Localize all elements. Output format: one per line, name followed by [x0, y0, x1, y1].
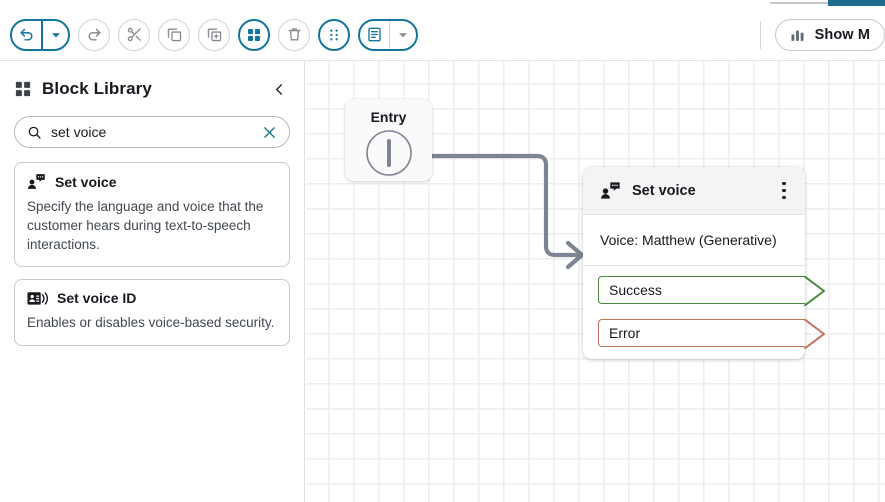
block-card-title: Set voice	[55, 173, 117, 190]
scissors-icon	[127, 27, 141, 42]
show-metrics-label: Show M	[814, 26, 870, 43]
redo-icon	[87, 28, 101, 41]
port-error-label: Error	[609, 325, 641, 341]
grid-icon	[248, 28, 260, 41]
duplicate-button[interactable]	[198, 18, 230, 51]
copy-button[interactable]	[158, 18, 190, 51]
editor-toolbar: Show M	[0, 9, 885, 61]
toolbar-button-group	[0, 18, 418, 51]
properties-dropdown-button[interactable]	[389, 20, 416, 49]
search-icon	[28, 126, 41, 139]
block-library-panel: Block Library	[0, 61, 305, 502]
set-voice-node-ports: Success Error	[583, 266, 825, 359]
set-voice-node[interactable]: Set voice Voice: Matthew (Generative) Su…	[583, 167, 825, 359]
entry-node-title: Entry	[370, 109, 407, 125]
dots-grid-icon	[330, 29, 338, 40]
port-success-label: Success	[609, 282, 662, 298]
trash-icon	[288, 28, 300, 41]
port-success[interactable]: Success	[598, 276, 825, 306]
block-card-description: Specify the language and voice that the …	[27, 199, 264, 253]
block-card-description: Enables or disables voice-based security…	[27, 315, 275, 331]
chevron-down-icon	[399, 32, 407, 37]
search-input[interactable]	[51, 124, 260, 140]
block-card-header: Set voice	[27, 173, 277, 190]
properties-split-button[interactable]	[358, 18, 418, 51]
toolbar-divider	[759, 20, 761, 49]
id-badge-sound-icon	[27, 292, 48, 305]
clear-search-button[interactable]	[260, 123, 278, 141]
chevron-down-icon	[51, 32, 60, 37]
redo-button[interactable]	[78, 18, 110, 51]
bar-chart-icon	[791, 30, 804, 41]
duplicate-icon	[207, 28, 221, 42]
entry-port-icon	[365, 130, 412, 176]
block-card-set-voice[interactable]: Set voice Specify the language and voice…	[14, 162, 290, 268]
set-voice-node-title: Set voice	[632, 182, 696, 199]
grid-layout-button[interactable]	[238, 18, 270, 51]
top-accent-bar	[828, 0, 885, 6]
chevron-left-icon	[275, 83, 282, 95]
close-icon	[263, 126, 275, 138]
block-card-header: Set voice ID	[27, 290, 277, 306]
entry-node[interactable]: Entry	[345, 99, 432, 181]
top-grey-bar	[770, 2, 828, 4]
undo-split-button[interactable]	[10, 18, 70, 51]
show-metrics-button[interactable]: Show M	[774, 18, 885, 51]
grid-icon	[15, 81, 31, 97]
port-arrow-icon	[804, 276, 825, 306]
page-title: Block Library	[42, 79, 152, 98]
flow-canvas[interactable]: Entry Set voice	[306, 61, 885, 502]
undo-button[interactable]	[12, 21, 41, 49]
block-library-header: Block Library	[14, 75, 290, 103]
block-card-set-voice-id[interactable]: Set voice ID Enables or disables voice-b…	[14, 279, 290, 346]
toolbar-right-group: Show M	[759, 9, 885, 60]
more-vertical-icon[interactable]	[775, 179, 793, 203]
document-icon	[368, 27, 381, 42]
port-error[interactable]: Error	[598, 319, 825, 349]
delete-button[interactable]	[278, 18, 310, 51]
copy-icon	[167, 28, 181, 42]
properties-button[interactable]	[360, 21, 389, 49]
person-speech-icon	[601, 182, 620, 199]
undo-icon	[20, 28, 33, 41]
drag-handle-button[interactable]	[318, 18, 350, 51]
search-box[interactable]	[14, 116, 290, 148]
set-voice-node-body: Voice: Matthew (Generative)	[583, 215, 805, 266]
person-speech-icon	[27, 174, 45, 189]
block-card-title: Set voice ID	[57, 290, 137, 307]
set-voice-node-header: Set voice	[583, 167, 805, 215]
collapse-panel-button[interactable]	[268, 78, 290, 100]
undo-dropdown-button[interactable]	[41, 20, 68, 49]
cut-button[interactable]	[118, 18, 150, 51]
port-arrow-icon	[804, 319, 825, 349]
